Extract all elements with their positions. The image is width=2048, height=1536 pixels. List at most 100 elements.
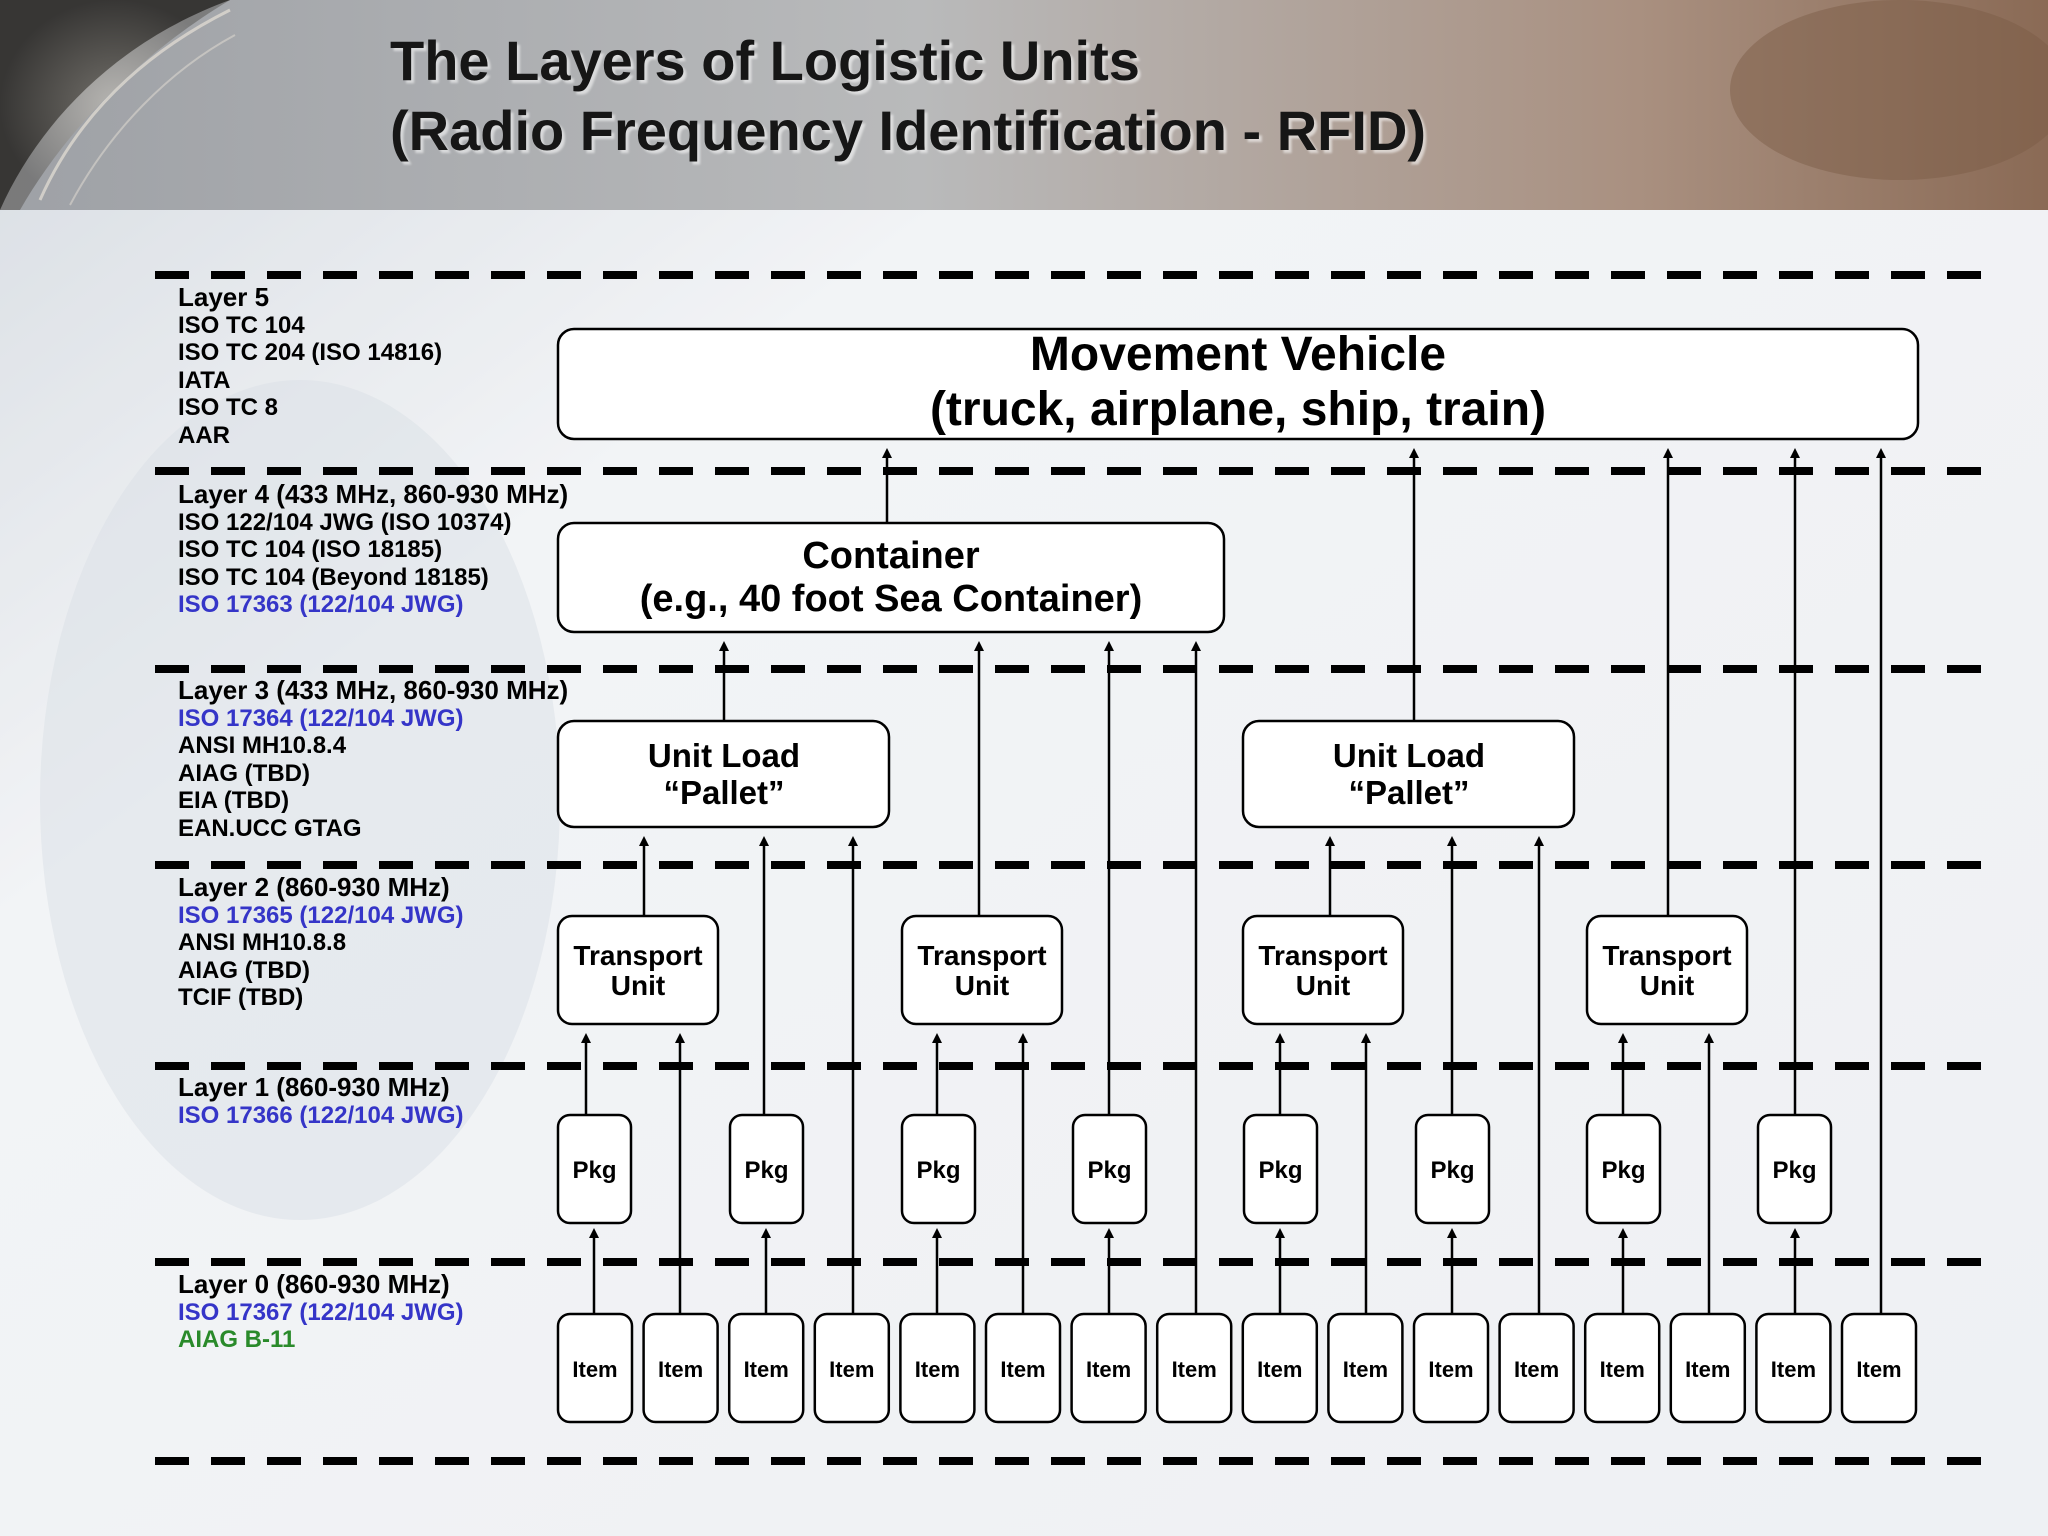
- standard-reference: AIAG B-11: [178, 1326, 296, 1353]
- node-label: Item: [829, 1357, 874, 1382]
- node-label: Unit: [955, 970, 1009, 1001]
- node-label: Pkg: [1772, 1157, 1816, 1184]
- node-label: Unit: [1640, 970, 1694, 1001]
- node-label: Unit Load: [648, 737, 800, 774]
- standard-reference: ISO 17366 (122/104 JWG): [178, 1101, 464, 1129]
- standard-reference: EIA (TBD): [178, 787, 290, 814]
- pkg-box: Pkg: [1414, 1113, 1491, 1225]
- slide-title-line-2: (Radio Frequency Identification - RFID): [390, 99, 1427, 162]
- standard-reference: ISO TC 104 (ISO 18185): [178, 536, 443, 563]
- layer-heading: Layer 2 (860-930 MHz): [178, 872, 450, 902]
- node-label: Item: [915, 1357, 960, 1382]
- standard-reference: ISO 17367 (122/104 JWG): [178, 1298, 464, 1326]
- layer-dividers: [155, 271, 1990, 1465]
- item-box: Item: [1840, 1312, 1918, 1424]
- node-label: Item: [1514, 1357, 1559, 1382]
- item-box: Item: [1070, 1312, 1147, 1424]
- pkg-box: Pkg: [900, 1113, 977, 1225]
- standard-reference: EAN.UCC GTAG: [178, 814, 362, 842]
- node-label: Item: [1000, 1357, 1045, 1382]
- layer-label-layer0: Layer 0 (860-930 MHz)ISO 17367 (122/104 …: [178, 1270, 464, 1354]
- node-label: Item: [1685, 1357, 1730, 1382]
- node-label: Item: [1428, 1357, 1473, 1382]
- nodes: Movement Vehicle(truck, airplane, ship, …: [556, 327, 1920, 1424]
- layer-label-layer4: Layer 4 (433 MHz, 860-930 MHz)ISO 122/10…: [178, 480, 568, 619]
- item-box: Item: [1155, 1312, 1233, 1424]
- standard-reference: ISO TC 8: [178, 394, 279, 421]
- node-label: Pkg: [1258, 1157, 1302, 1184]
- standard-reference: IATA: [178, 366, 231, 394]
- node-label: Item: [1172, 1357, 1217, 1382]
- layer-heading: Layer 5: [178, 282, 270, 312]
- standard-reference: AAR: [178, 421, 230, 449]
- item-box: Item: [1498, 1312, 1575, 1424]
- item-box: Item: [1669, 1312, 1747, 1424]
- node-label: Container: [802, 535, 980, 577]
- item-box: Item: [727, 1312, 805, 1424]
- pkg-box: Pkg: [1242, 1113, 1319, 1225]
- container-box: Container(e.g., 40 foot Sea Container): [556, 521, 1226, 634]
- layer-label-layer3: Layer 3 (433 MHz, 860-930 MHz)ISO 17364 …: [178, 676, 568, 842]
- node-label: “Pallet”: [1348, 774, 1469, 811]
- pkg-box: Pkg: [1071, 1113, 1148, 1225]
- item-box: Item: [642, 1312, 719, 1424]
- standard-reference: AIAG (TBD): [178, 956, 310, 984]
- node-label: Item: [1343, 1357, 1388, 1382]
- arrows: [581, 448, 1886, 1314]
- standard-reference: TCIF (TBD): [178, 984, 304, 1011]
- node-label: Pkg: [916, 1157, 960, 1184]
- pkg-box: Pkg: [1585, 1113, 1662, 1225]
- item-box: Item: [1412, 1312, 1490, 1424]
- item-box: Item: [556, 1312, 634, 1424]
- node-label: (e.g., 40 foot Sea Container): [640, 578, 1143, 620]
- node-label: Pkg: [1087, 1157, 1131, 1184]
- node-label: Item: [1856, 1357, 1901, 1382]
- node-label: Item: [1600, 1357, 1645, 1382]
- item-box: Item: [1583, 1312, 1661, 1424]
- standard-reference: ISO 17364 (122/104 JWG): [178, 704, 464, 732]
- node-label: Transport: [1602, 940, 1731, 971]
- node-label: Pkg: [1430, 1157, 1474, 1184]
- slide-title-line-1: The Layers of Logistic Units: [390, 29, 1140, 92]
- node-label: Item: [744, 1357, 789, 1382]
- standard-reference: ISO 17363 (122/104 JWG): [178, 591, 464, 618]
- layer-heading: Layer 1 (860-930 MHz): [178, 1072, 450, 1102]
- node-label: Movement Vehicle: [1030, 328, 1446, 381]
- pkg-box: Pkg: [556, 1113, 633, 1225]
- item-box: Item: [984, 1312, 1062, 1424]
- node-label: Transport: [1258, 940, 1387, 971]
- standard-reference: AIAG (TBD): [178, 759, 310, 787]
- node-label: Pkg: [744, 1157, 788, 1184]
- movement-vehicle-box: Movement Vehicle(truck, airplane, ship, …: [556, 327, 1920, 441]
- standard-reference: ISO 122/104 JWG (ISO 10374): [178, 508, 512, 536]
- item-box: Item: [1241, 1312, 1319, 1424]
- item-box: Item: [813, 1312, 891, 1424]
- node-label: Item: [1086, 1357, 1131, 1382]
- node-label: Unit Load: [1333, 737, 1485, 774]
- standard-reference: ISO TC 104: [178, 311, 305, 339]
- standard-reference: ISO TC 104 (Beyond 18185): [178, 563, 489, 591]
- node-label: Pkg: [572, 1157, 616, 1184]
- pkg-box: Pkg: [1756, 1113, 1833, 1225]
- standard-reference: ISO 17365 (122/104 JWG): [178, 901, 464, 929]
- item-box: Item: [1755, 1312, 1832, 1424]
- standard-reference: ISO TC 204 (ISO 14816): [178, 339, 443, 366]
- node-label: Transport: [917, 940, 1046, 971]
- node-label: Transport: [573, 940, 702, 971]
- standard-reference: ANSI MH10.8.8: [178, 929, 347, 956]
- node-label: Unit: [1296, 970, 1350, 1001]
- node-label: (truck, airplane, ship, train): [930, 383, 1546, 436]
- node-label: Item: [658, 1357, 703, 1382]
- node-label: “Pallet”: [663, 774, 784, 811]
- standard-reference: ANSI MH10.8.4: [178, 732, 347, 759]
- item-box: Item: [1327, 1312, 1404, 1424]
- layer-label-layer2: Layer 2 (860-930 MHz)ISO 17365 (122/104 …: [178, 872, 464, 1012]
- node-label: Item: [1771, 1357, 1816, 1382]
- node-label: Item: [572, 1357, 617, 1382]
- unit-load-box: Unit Load“Pallet”: [1241, 719, 1576, 829]
